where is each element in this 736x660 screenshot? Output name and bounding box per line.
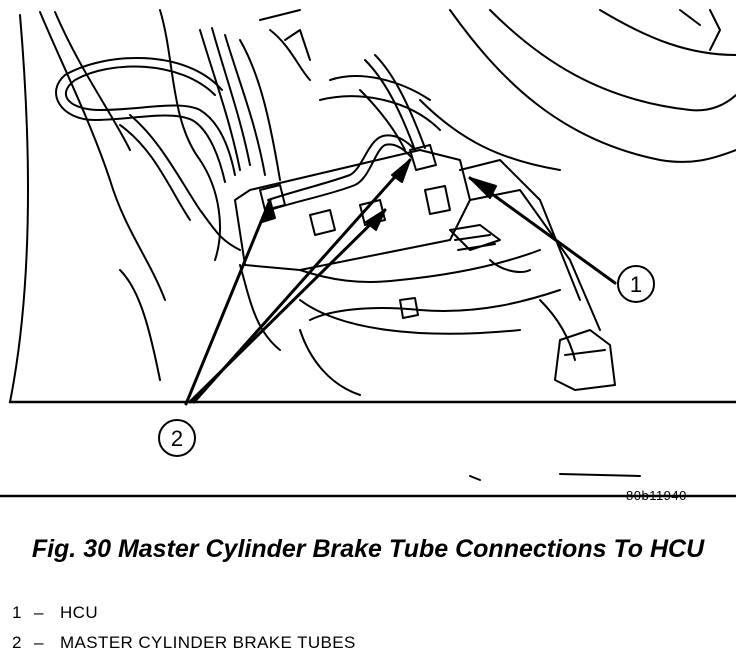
hcu-body — [299, 329, 361, 396]
legend-separator: – — [34, 603, 44, 622]
brake-tube — [199, 29, 241, 171]
hcu-body — [299, 249, 541, 283]
brake-tube-loop — [64, 65, 236, 176]
tube-fitting — [409, 144, 437, 171]
tube-fitting — [399, 297, 419, 319]
frame-edge — [9, 14, 29, 403]
mount-foot — [554, 329, 616, 391]
callout-circle-2 — [158, 419, 196, 457]
firewall-curve — [489, 9, 736, 112]
brake-tube — [359, 89, 406, 151]
legend-separator: – — [34, 633, 44, 652]
hcu-bracket — [459, 159, 581, 301]
leader-line-2a — [184, 198, 272, 406]
legend-label: HCU — [60, 603, 99, 622]
brake-tube-loop — [55, 57, 226, 183]
tube-fitting — [424, 185, 451, 215]
figure-caption: Fig. 30 Master Cylinder Brake Tube Conne… — [31, 535, 705, 563]
brake-tube — [239, 39, 281, 181]
body-panel — [259, 9, 301, 21]
body-panel — [39, 11, 166, 301]
mount-foot — [564, 349, 606, 356]
hcu-body — [329, 75, 431, 101]
legend-row: 2–MASTER CYLINDER BRAKE TUBES — [12, 628, 356, 658]
callout-circle-1 — [617, 265, 655, 303]
legend-label: MASTER CYLINDER BRAKE TUBES — [60, 633, 356, 652]
callout-legend: 1–HCU 2–MASTER CYLINDER BRAKE TUBES — [12, 598, 356, 658]
hcu-body — [239, 264, 281, 351]
brake-tube — [269, 143, 413, 211]
brake-tube — [269, 29, 311, 81]
leader-line-2c — [192, 158, 412, 404]
arrowhead-2c — [391, 159, 411, 183]
arrowhead-2b — [365, 209, 386, 231]
callout-number-2: 2 — [171, 426, 183, 451]
hcu-body — [299, 299, 521, 335]
line-illustration: 1 2 — [0, 9, 736, 498]
legend-row: 1–HCU — [12, 598, 356, 628]
hcu-bracket — [449, 224, 501, 251]
body-panel — [159, 9, 221, 261]
hcu-bracket — [539, 299, 576, 361]
hcu-bracket — [454, 234, 496, 251]
tube-fitting — [309, 209, 336, 236]
firewall-curve — [419, 99, 561, 171]
hcu-bracket — [489, 259, 531, 273]
firewall-curve — [679, 9, 721, 51]
brake-tube-loop — [129, 114, 241, 251]
callout-number-1: 1 — [630, 272, 642, 297]
hcu-body — [309, 289, 561, 321]
hcu-body — [319, 95, 441, 131]
body-panel — [119, 269, 161, 381]
brake-tube — [284, 29, 311, 61]
legend-number: 1 — [12, 603, 22, 622]
leader-line-1 — [468, 176, 617, 285]
body-panel — [54, 11, 131, 151]
brake-tube — [374, 54, 426, 149]
firewall-curve — [449, 9, 736, 163]
frame-edge — [469, 473, 641, 481]
brake-tube-loop — [119, 124, 191, 221]
brake-tube — [224, 34, 266, 176]
arrowhead-2a — [261, 199, 276, 223]
arrowhead-1 — [469, 177, 497, 199]
brake-tube — [211, 27, 251, 166]
firewall-curve — [599, 9, 736, 56]
legend-number: 2 — [12, 633, 22, 652]
brake-tube — [267, 134, 416, 201]
brake-tube — [364, 59, 416, 151]
image-code: 80b11940 — [626, 488, 687, 503]
